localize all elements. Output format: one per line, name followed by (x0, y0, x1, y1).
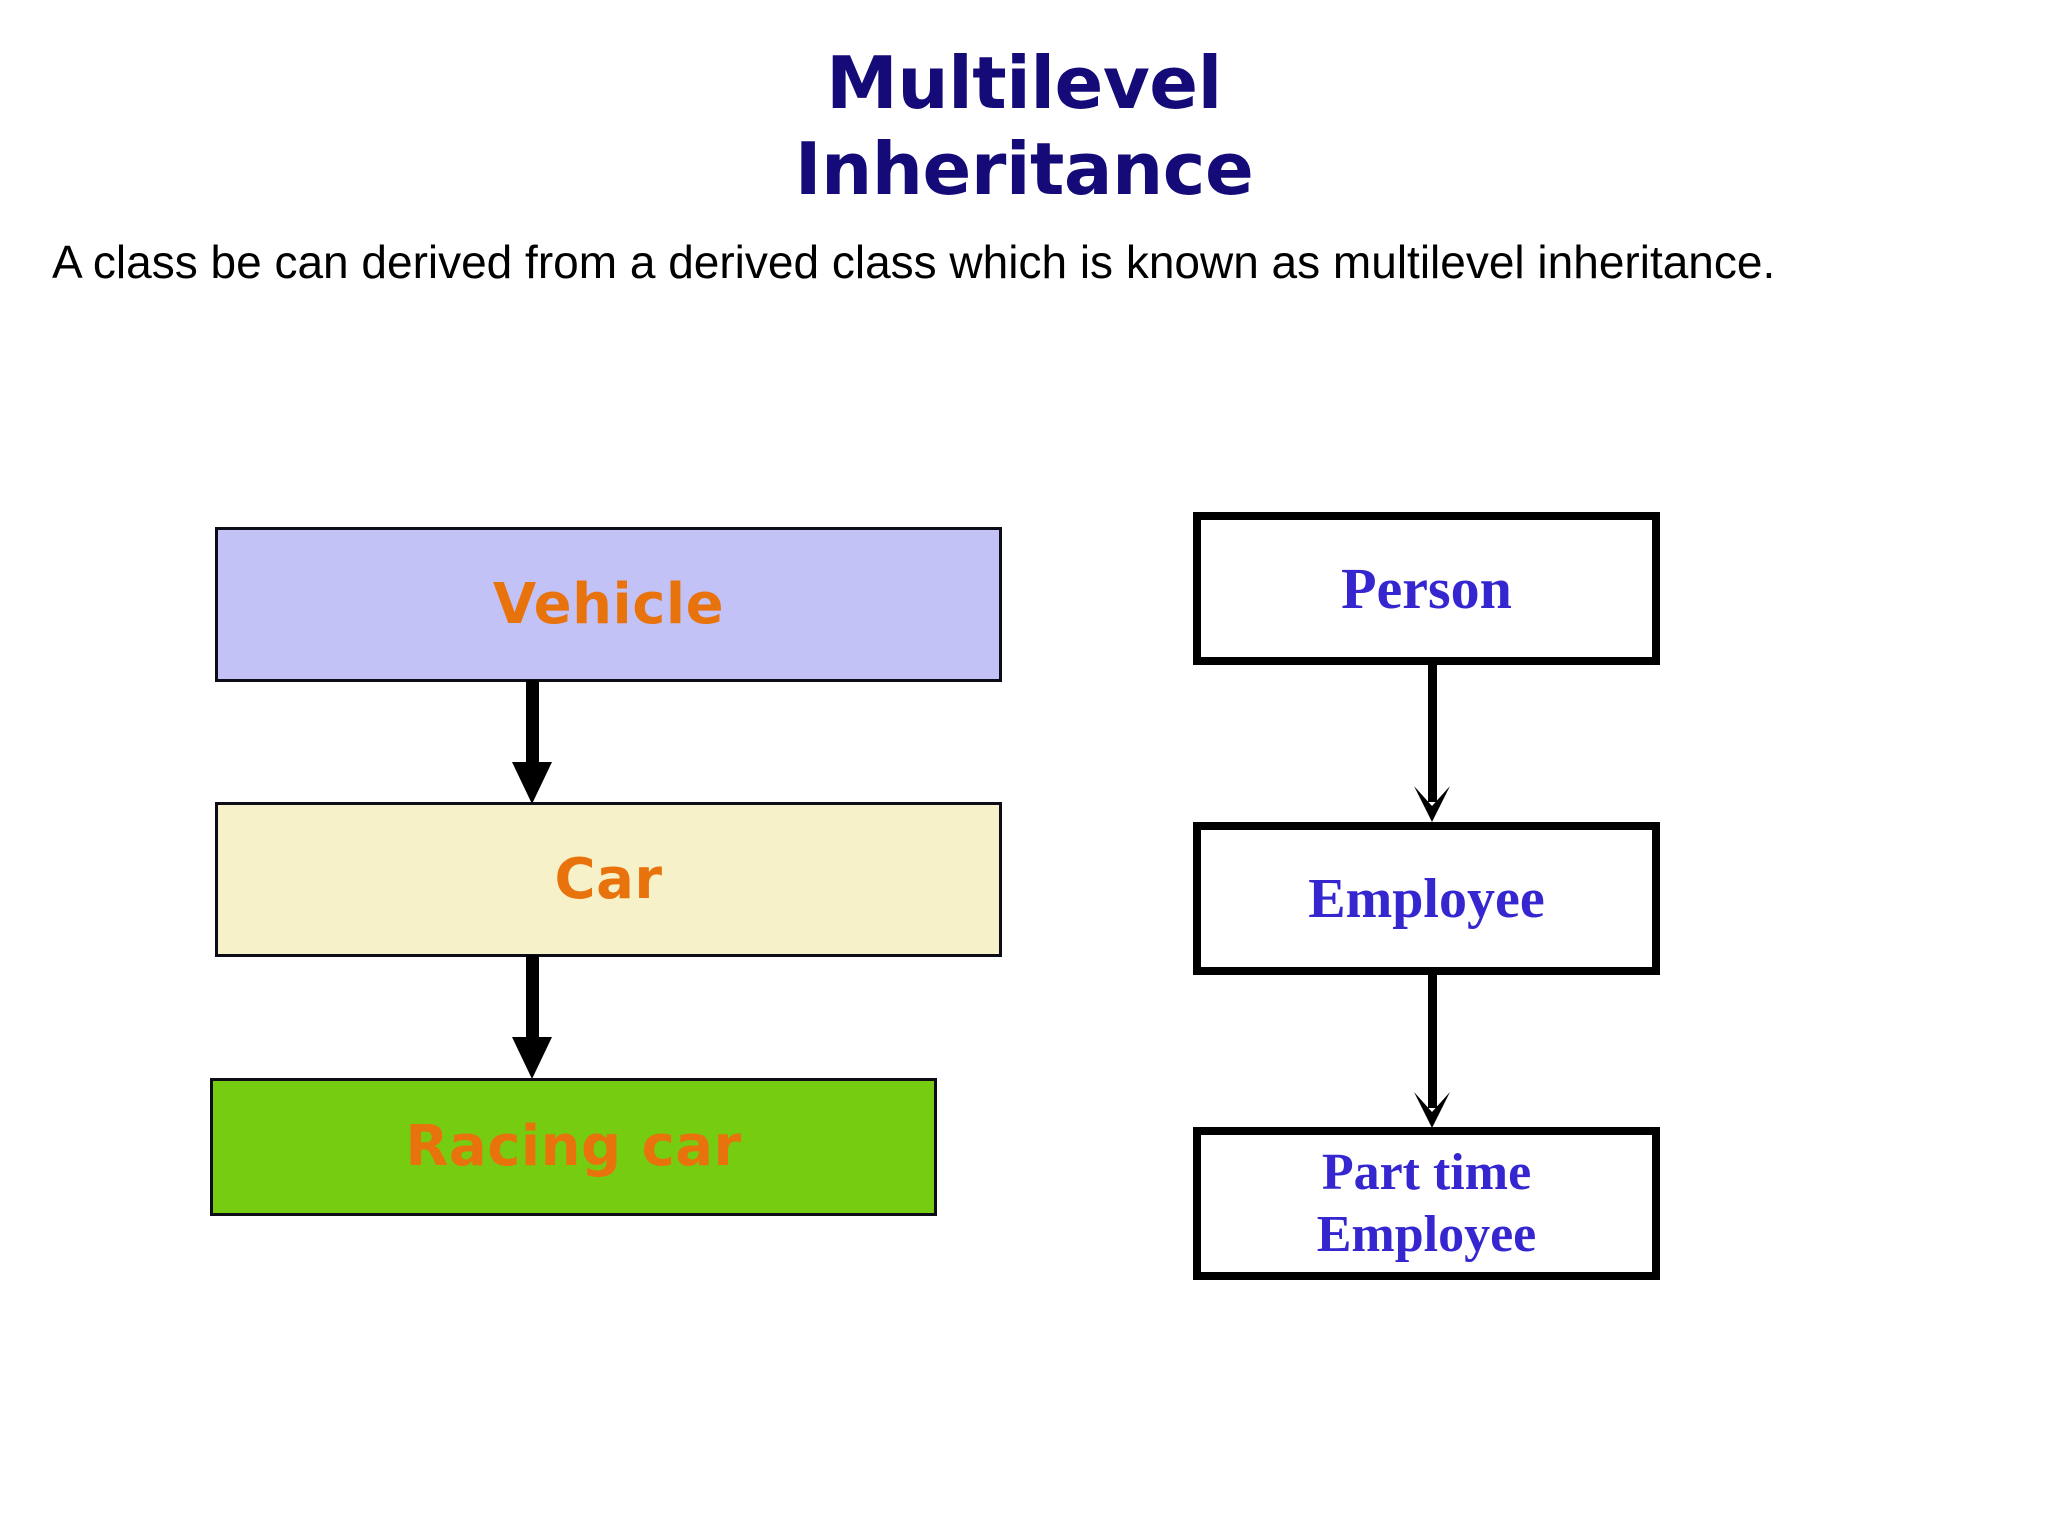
arrow-car-to-racingcar (502, 955, 562, 1081)
node-car: Car (215, 802, 1002, 957)
node-racing-car-label: Racing car (405, 1114, 742, 1179)
node-part-time-employee-label-line-2: Employee (1316, 1205, 1537, 1263)
node-vehicle: Vehicle (215, 527, 1002, 682)
title-line-1: Multilevel (826, 41, 1222, 125)
node-car-label: Car (554, 846, 663, 912)
arrow-vehicle-to-car (502, 680, 562, 806)
node-person-label: Person (1341, 555, 1512, 621)
node-vehicle-label: Vehicle (492, 571, 725, 637)
node-part-time-employee-label-line-1: Part time (1321, 1143, 1532, 1201)
intro-paragraph: A class be can derived from a derived cl… (52, 236, 1776, 288)
node-employee: Employee (1193, 822, 1660, 975)
node-racing-car: Racing car (210, 1078, 937, 1216)
node-employee-label: Employee (1308, 867, 1545, 930)
node-part-time-employee: Part time Employee (1193, 1127, 1660, 1280)
title-line-2: Inheritance (794, 127, 1254, 211)
node-person: Person (1193, 512, 1660, 665)
arrow-employee-to-parttime (1405, 970, 1461, 1132)
page-title: Multilevel Inheritance (0, 40, 2048, 212)
arrow-person-to-employee (1405, 660, 1461, 828)
